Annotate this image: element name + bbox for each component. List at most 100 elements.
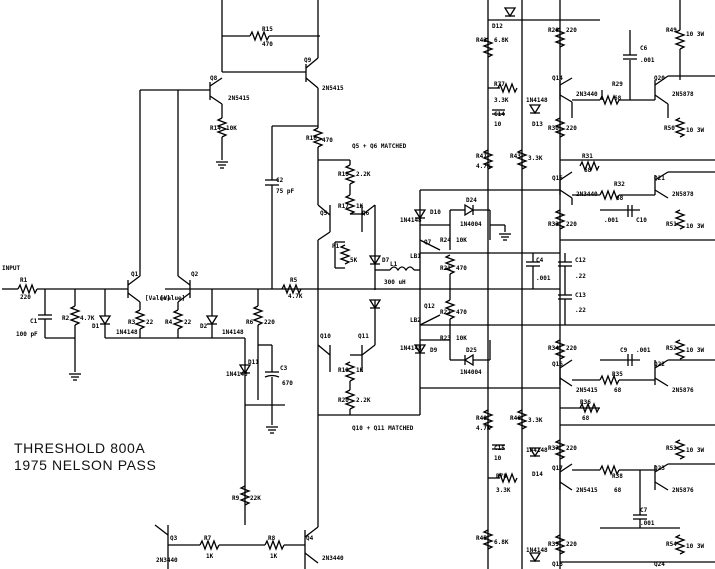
r7-label: R7 [204,535,212,542]
driver-network [413,189,572,415]
r2-value: 4.7K [80,315,95,322]
r15-value: 470 [262,41,273,48]
q8-value: 2N5415 [228,95,250,102]
d7-label: D7 [382,257,390,264]
d2-value: 1N4148 [222,329,244,336]
c9-value: .001 [636,347,651,354]
r5-label: R5 [290,277,298,284]
r23-label: R23 [440,335,451,342]
r53-label: R53 [666,445,677,452]
c6-value: .001 [640,57,655,64]
r28-label: R28 [548,27,559,34]
schematic-title-line-1: THRESHOLD 800A [14,440,146,456]
r1-value: 220 [20,294,31,301]
d11-label: D11 [248,359,259,366]
c10-label: C10 [636,217,647,224]
r52-value: 10 3W [686,347,704,354]
q21-value: 2N5878 [672,191,694,198]
input-label: INPUT [2,265,20,272]
r22-value: 470 [456,309,467,316]
q18-label: Q18 [552,561,563,568]
r48-label: R48 [476,415,487,422]
c13-label: C13 [575,292,586,299]
schematic-title-line-2: 1975 NELSON PASS [14,457,157,473]
r50-value: 10 3W [686,127,704,134]
lb1-label: LB1 [410,253,421,260]
r49-value: 10 3W [686,31,704,38]
r43-value: 3.3K [528,155,543,162]
input-stage [2,90,319,569]
r43-label: R43 [510,153,521,160]
r14-label: R14 [210,125,221,132]
d15-value: 1N4148 [526,547,548,554]
c9-label: C9 [620,347,628,354]
r35-value: 68 [614,387,622,394]
q17-label: Q17 [552,465,563,472]
q22-label: Q22 [654,361,665,368]
r5-value: 4.7K [288,293,303,300]
r17-label: R17 [338,203,349,210]
r1-label: R1 [20,277,28,284]
r38-label: R38 [612,473,623,480]
q3-value: 2N3440 [156,557,178,564]
c4-value: .001 [536,275,551,282]
r19-value: 1K [356,367,364,374]
q16-value: 2N5415 [576,387,598,394]
q5-label: Q5 [320,210,328,217]
q2-value: [Value] [160,295,185,302]
r31-value: 68 [584,167,592,174]
q3-label: Q3 [170,535,178,542]
c15-label: C15 [494,445,505,452]
q17-value: 2N5415 [576,487,598,494]
q4-label: Q4 [306,535,314,542]
q2-label: Q2 [191,271,199,278]
d1-value: 1N4148 [116,329,138,336]
r32-label: R32 [614,181,625,188]
r78-label: R78 [496,473,507,480]
r46-value: 3.3K [528,417,543,424]
c13-value: .22 [575,307,586,314]
r34-label: R34 [548,345,559,352]
d1-label: D1 [92,323,100,330]
note-q5-q6: Q5 + Q6 MATCHED [352,143,407,150]
q20-value: 2N5878 [672,91,694,98]
r30-label: R30 [548,125,559,132]
q8-label: Q8 [210,75,218,82]
c12-value: .22 [575,273,586,280]
r54-label: R54 [666,541,677,548]
r9-label: R9 [232,495,240,502]
r3-value: 22 [146,319,154,326]
q11-label: Q11 [358,333,369,340]
r38-value: 68 [614,487,622,494]
r29-label: R29 [612,81,623,88]
d10-label: D10 [430,209,441,216]
r42-value: 6.8K [494,37,509,44]
d25-label: D25 [466,347,477,354]
r3-label: R3 [128,319,136,326]
d12-label: D12 [492,23,503,30]
c3-label: C3 [280,365,288,372]
d2-label: D2 [200,323,208,330]
c15-value: 10 [494,455,502,462]
q12-label: Q12 [424,303,435,310]
r4-value: 22 [184,319,192,326]
q6-label: Q6 [362,210,370,217]
d14-label: D14 [532,471,543,478]
r47-value: 4.7K [476,163,491,170]
r22-label: R22 [440,309,451,316]
r39-value: 220 [566,541,577,548]
q24-label: Q24 [654,561,665,568]
r50-label: R50 [664,125,675,132]
r39-label: R39 [548,541,559,548]
d24-label: D24 [466,197,477,204]
c1-value: 100 pF [16,331,38,338]
r14-value: 10K [226,125,237,132]
q23-value: 2N5876 [672,487,694,494]
d24-value: 1N4004 [460,221,482,228]
r28-value: 220 [566,27,577,34]
r16-label: R16 [306,135,317,142]
r7-value: 1K [206,553,214,560]
r16-value: 470 [322,137,333,144]
d13-label: D13 [532,121,543,128]
